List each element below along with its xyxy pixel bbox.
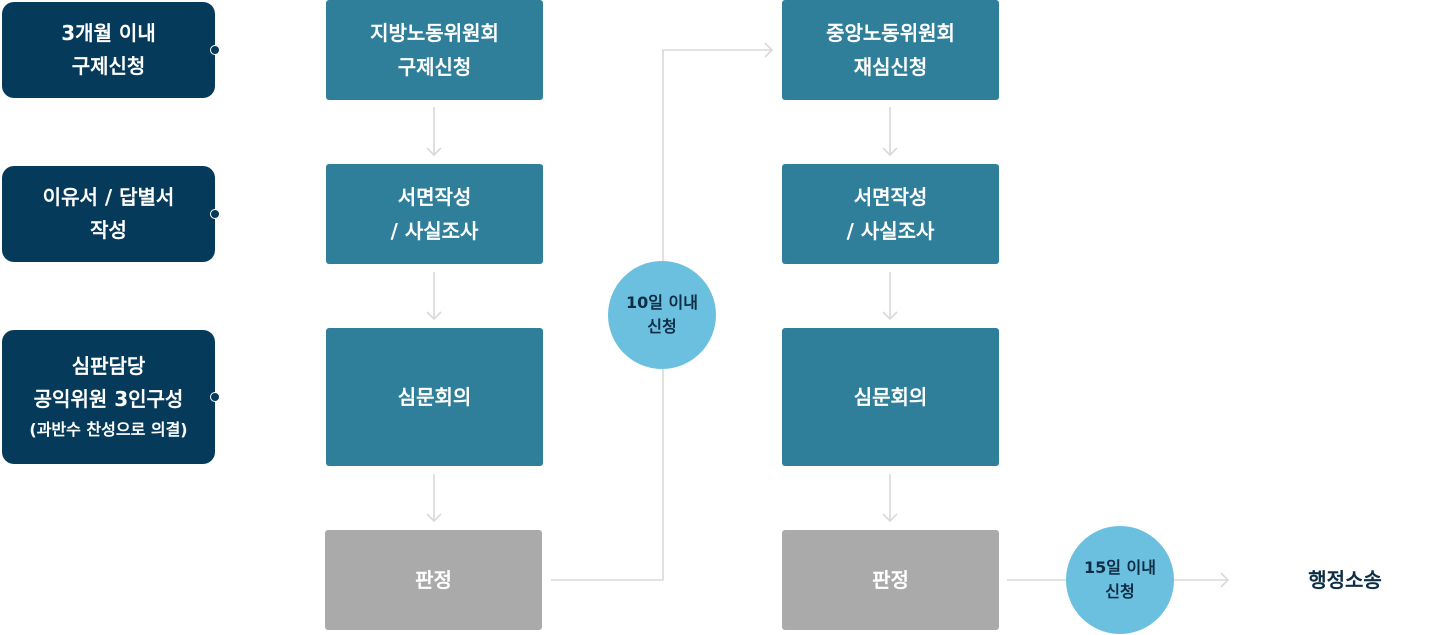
deadline-lawsuit-badge: 15일 이내 신청	[1066, 526, 1174, 634]
step-central-hearing-label: 심문회의	[853, 385, 928, 409]
note-deadline-line-1: 3개월 이내	[61, 21, 156, 45]
note-connector-dot	[210, 209, 220, 219]
note-panel-line-1: 심판담당	[71, 354, 146, 378]
step-central-hearing: 심문회의	[782, 328, 999, 466]
note-panel: 심판담당 공익위원 3인구성 (과반수 찬성으로 의결)	[2, 330, 220, 464]
arrow-local-1	[426, 107, 442, 157]
deadline-lawsuit-line-2: 신청	[1105, 582, 1135, 601]
step-central-apply-line-2: 재심신청	[853, 55, 928, 79]
arrow-local-3	[426, 474, 442, 523]
step-central-written: 서면작성 / 사실조사	[782, 164, 999, 264]
deadline-appeal-line-2: 신청	[647, 317, 677, 336]
step-local-apply-line-1: 지방노동위원회	[370, 21, 499, 45]
step-local-hearing: 심문회의	[326, 328, 543, 466]
note-deadline: 3개월 이내 구제신청	[2, 2, 220, 98]
step-central-apply: 중앙노동위원회 재심신청	[782, 0, 999, 100]
note-documents-line-2: 작성	[90, 218, 127, 242]
deadline-lawsuit-line-1: 15일 이내	[1084, 558, 1156, 577]
step-local-apply-line-2: 구제신청	[397, 55, 472, 79]
arrow-central-3	[882, 474, 898, 523]
step-local-written: 서면작성 / 사실조사	[326, 164, 543, 264]
arrow-local-2	[426, 272, 442, 321]
final-step-lawsuit: 행정소송	[1308, 568, 1382, 592]
step-central-decision: 판정	[782, 530, 999, 630]
step-local-written-line-1: 서면작성	[397, 185, 472, 209]
step-central-written-line-1: 서면작성	[853, 185, 928, 209]
deadline-appeal-badge: 10일 이내 신청	[608, 261, 716, 369]
note-connector-dot	[210, 45, 220, 55]
step-central-decision-label: 판정	[872, 568, 909, 592]
step-central-written-line-2: / 사실조사	[846, 219, 935, 243]
deadline-appeal-line-1: 10일 이내	[626, 293, 698, 312]
note-documents-line-1: 이유서 / 답별서	[42, 185, 175, 209]
step-local-written-line-2: / 사실조사	[390, 219, 479, 243]
step-central-apply-line-1: 중앙노동위원회	[826, 21, 955, 45]
step-local-decision: 판정	[325, 530, 542, 630]
arrow-central-2	[882, 272, 898, 321]
note-deadline-line-2: 구제신청	[71, 54, 146, 78]
note-connector-dot	[210, 392, 220, 402]
note-panel-line-2: 공익위원 3인구성	[33, 387, 184, 411]
step-local-decision-label: 판정	[415, 568, 452, 592]
step-local-hearing-label: 심문회의	[397, 385, 472, 409]
note-panel-sub: (과반수 찬성으로 의결)	[29, 420, 188, 439]
note-documents: 이유서 / 답별서 작성	[2, 166, 220, 262]
step-local-apply: 지방노동위원회 구제신청	[326, 0, 543, 100]
arrow-central-1	[882, 107, 898, 157]
